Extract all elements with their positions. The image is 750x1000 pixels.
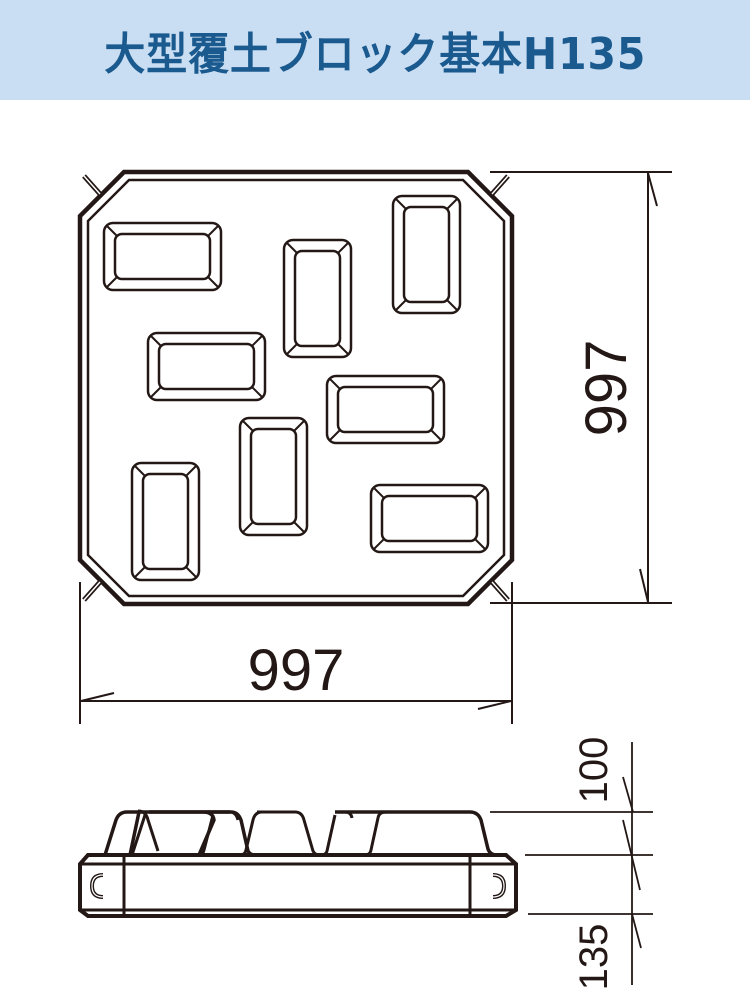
plan-view bbox=[77, 169, 515, 607]
depth-dimension: 997 bbox=[490, 171, 672, 604]
lower-height-label: 135 bbox=[572, 924, 616, 991]
opening-5 bbox=[325, 374, 446, 445]
depth-label: 997 bbox=[574, 340, 639, 437]
width-dimension: 997 bbox=[79, 582, 513, 724]
opening-7 bbox=[130, 461, 201, 582]
opening-8 bbox=[369, 483, 490, 554]
page-title: 大型覆土ブロック基本H135 bbox=[104, 29, 646, 80]
opening-6 bbox=[238, 416, 309, 537]
opening-1 bbox=[102, 221, 223, 292]
opening-4 bbox=[146, 331, 267, 402]
title-banner: 大型覆土ブロック基本H135 bbox=[0, 0, 750, 100]
opening-2 bbox=[282, 238, 353, 359]
side-view bbox=[78, 809, 518, 918]
width-label: 997 bbox=[248, 638, 345, 703]
upper-height-label: 100 bbox=[572, 737, 616, 804]
opening-3 bbox=[391, 194, 462, 315]
height-dimension: 100 135 bbox=[490, 737, 653, 991]
